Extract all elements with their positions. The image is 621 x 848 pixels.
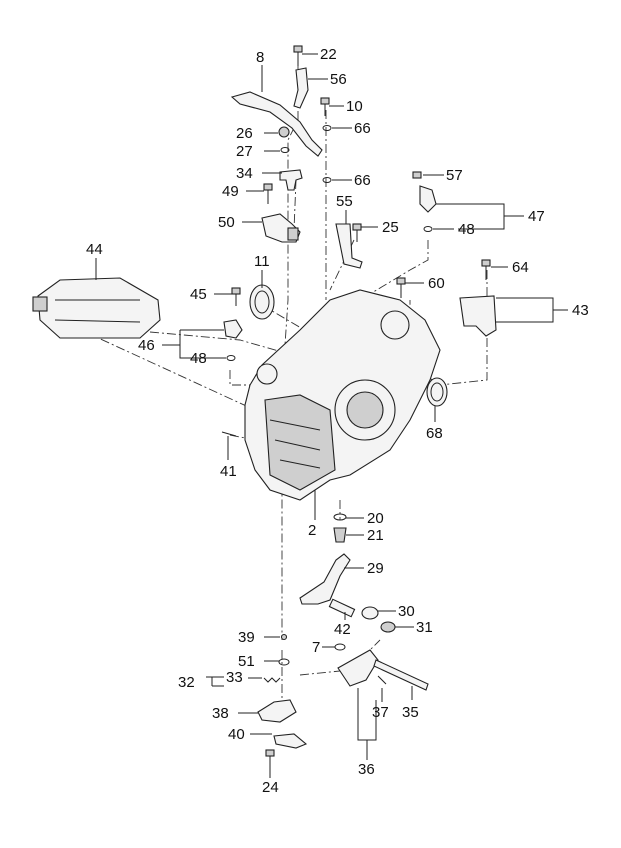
part-sensor-57	[412, 171, 437, 213]
callout-60: 60	[428, 275, 445, 292]
part-oring-7	[334, 643, 346, 651]
callout-20: 20	[367, 510, 384, 527]
part-oring-48b	[226, 355, 236, 361]
part-oring-51	[278, 658, 290, 666]
callout-21: 21	[367, 527, 384, 544]
callout-68: 68	[426, 425, 443, 442]
leader-lines	[95, 53, 568, 778]
callout-37: 37	[372, 704, 389, 721]
callout-25: 25	[382, 219, 399, 236]
callout-10: 10	[346, 98, 363, 115]
part-oring-66b	[322, 177, 332, 183]
callout-38: 38	[212, 705, 229, 722]
callout-45: 45	[190, 286, 207, 303]
part-bushing-30	[361, 606, 379, 620]
callout-35: 35	[402, 704, 419, 721]
part-bushing-31	[380, 621, 396, 633]
callout-32: 32	[178, 674, 195, 691]
callout-55: 55	[336, 193, 353, 210]
callout-66-upper: 66	[354, 120, 371, 137]
callout-48-upper: 48	[458, 221, 475, 238]
part-bolt-60	[396, 277, 406, 298]
part-spring-33	[263, 677, 281, 683]
callout-29: 29	[367, 560, 384, 577]
part-detent-36	[337, 649, 379, 687]
part-seal-11	[249, 284, 275, 320]
callout-27: 27	[236, 143, 253, 160]
part-bracket-43	[459, 295, 497, 337]
part-sensor-34	[279, 169, 303, 191]
part-oring-48a	[423, 226, 433, 232]
part-bolt-25	[352, 223, 362, 242]
callout-44: 44	[86, 241, 103, 258]
callout-48-lower: 48	[190, 350, 207, 367]
part-nut-26	[278, 126, 290, 138]
callout-24: 24	[262, 779, 279, 796]
part-bolt-22	[293, 45, 303, 66]
part-bolt-49	[263, 183, 273, 204]
callout-42: 42	[334, 621, 351, 638]
part-bracket-8	[230, 91, 323, 157]
callout-47: 47	[528, 208, 545, 225]
part-bolt-24	[265, 749, 275, 770]
callout-40: 40	[228, 726, 245, 743]
part-seal-68	[426, 377, 448, 407]
callout-8: 8	[256, 49, 264, 66]
part-solenoid-50	[261, 213, 301, 243]
part-bolt-64	[481, 259, 491, 280]
callout-7: 7	[312, 639, 320, 656]
callout-64: 64	[512, 259, 529, 276]
part-bracket-38	[257, 699, 297, 723]
callout-33: 33	[226, 669, 243, 686]
part-transaxle-case	[244, 289, 441, 501]
part-pin-37	[377, 675, 387, 685]
callout-50: 50	[218, 214, 235, 231]
callout-57: 57	[446, 167, 463, 184]
callout-51: 51	[238, 653, 255, 670]
part-washer-20	[333, 513, 347, 521]
callout-39: 39	[238, 629, 255, 646]
callout-22: 22	[320, 46, 337, 63]
callout-labels: 22 8 56 10 26 66 27 34 66 57 49 55 47 50…	[86, 46, 589, 796]
part-rod-35	[373, 659, 429, 691]
part-bracket-40	[273, 733, 308, 749]
part-bracket-55	[335, 223, 363, 269]
part-oring-27	[280, 147, 290, 153]
part-ball-39	[280, 633, 288, 641]
part-sensor-46	[223, 319, 243, 339]
part-bolt-45	[231, 287, 241, 306]
callout-36: 36	[358, 761, 375, 778]
callout-2: 2	[308, 522, 316, 539]
part-lever-29	[299, 553, 351, 605]
callout-30: 30	[398, 603, 415, 620]
part-shaft-42	[328, 598, 356, 618]
callout-56: 56	[330, 71, 347, 88]
callout-49: 49	[222, 183, 239, 200]
callout-26: 26	[236, 125, 253, 142]
part-bolt-10	[320, 97, 330, 116]
callout-41: 41	[220, 463, 237, 480]
part-bracket-56	[293, 67, 309, 109]
callout-46: 46	[138, 337, 155, 354]
callout-11: 11	[254, 253, 270, 270]
part-plug-21	[333, 527, 347, 543]
callout-66-lower: 66	[354, 172, 371, 189]
part-oil-pan	[32, 277, 161, 339]
callout-34: 34	[236, 165, 253, 182]
callout-31: 31	[416, 619, 433, 636]
callout-43: 43	[572, 302, 589, 319]
part-pin-41	[221, 431, 237, 437]
part-oring-66a	[322, 125, 332, 131]
